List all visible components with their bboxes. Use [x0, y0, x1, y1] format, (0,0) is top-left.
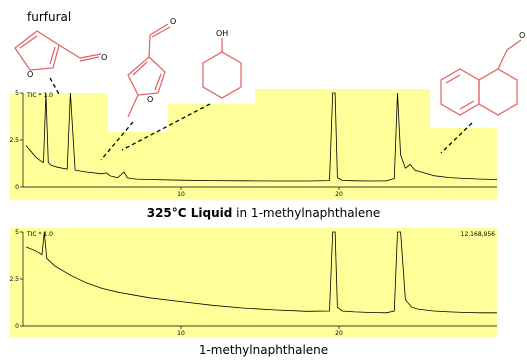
methylfurfural-structure-o2: O	[170, 17, 176, 26]
top-caption-rest: in 1-methylnaphthalene	[232, 206, 381, 220]
top-caption: 325°C Liquid in 1-methylnaphthalene	[0, 206, 527, 220]
leader-methylfurfural	[100, 121, 134, 161]
leader-naphthaldehyde	[440, 122, 473, 154]
methylfurfural-structure-icon	[127, 23, 171, 118]
top-trace-line	[25, 92, 498, 182]
x-tick-label: 20	[335, 330, 343, 337]
top-caption-bold: 325°C Liquid	[146, 206, 233, 220]
top-corner-label: TIC * 1.0	[26, 92, 53, 99]
y-tick-label: 2.5	[9, 137, 19, 144]
y-tick-label: 0	[15, 323, 19, 330]
x-tick-label: 10	[177, 330, 185, 337]
bottom-chromatogram: TIC * 1.0 12,168,956 10 20 0 2.5 5	[9, 228, 497, 337]
x-tick-label: 10	[177, 191, 185, 198]
cyclohexanol-structure-icon	[202, 38, 242, 99]
furfural-label: furfural	[27, 10, 72, 24]
bottom-trace-line	[26, 231, 497, 314]
y-tick-label: 5	[15, 229, 19, 236]
y-tick-label: 2.5	[9, 276, 19, 283]
leader-cyclohexanol	[121, 103, 211, 151]
bottom-caption: 1-methylnaphthalene	[198, 343, 329, 357]
y-tick-label: 5	[15, 90, 19, 97]
methylfurfural-structure-o1: O	[147, 95, 153, 104]
x-tick-label: 20	[335, 191, 343, 198]
furfural-structure-icon	[14, 30, 102, 71]
furfural-structure-o1: O	[27, 70, 33, 79]
top-chromatogram: TIC * 1.0 10 20 0 2.5 5	[9, 89, 498, 200]
y-tick-label: 0	[15, 184, 19, 191]
peak-leader-lines	[49, 77, 473, 161]
furfural-structure-o2: O	[101, 53, 107, 62]
bottom-corner-label: TIC * 1.0	[26, 231, 53, 238]
bottom-corner-right-label: 12,168,956	[461, 231, 496, 238]
naphthaldehyde-structure-o: O	[519, 31, 525, 40]
top-plot-area	[10, 89, 497, 200]
naphthaldehyde-structure-icon	[440, 39, 522, 116]
bottom-plot-area	[10, 228, 497, 337]
cyclohexanol-structure-oh: OH	[216, 29, 228, 38]
leader-furfural	[49, 77, 61, 97]
